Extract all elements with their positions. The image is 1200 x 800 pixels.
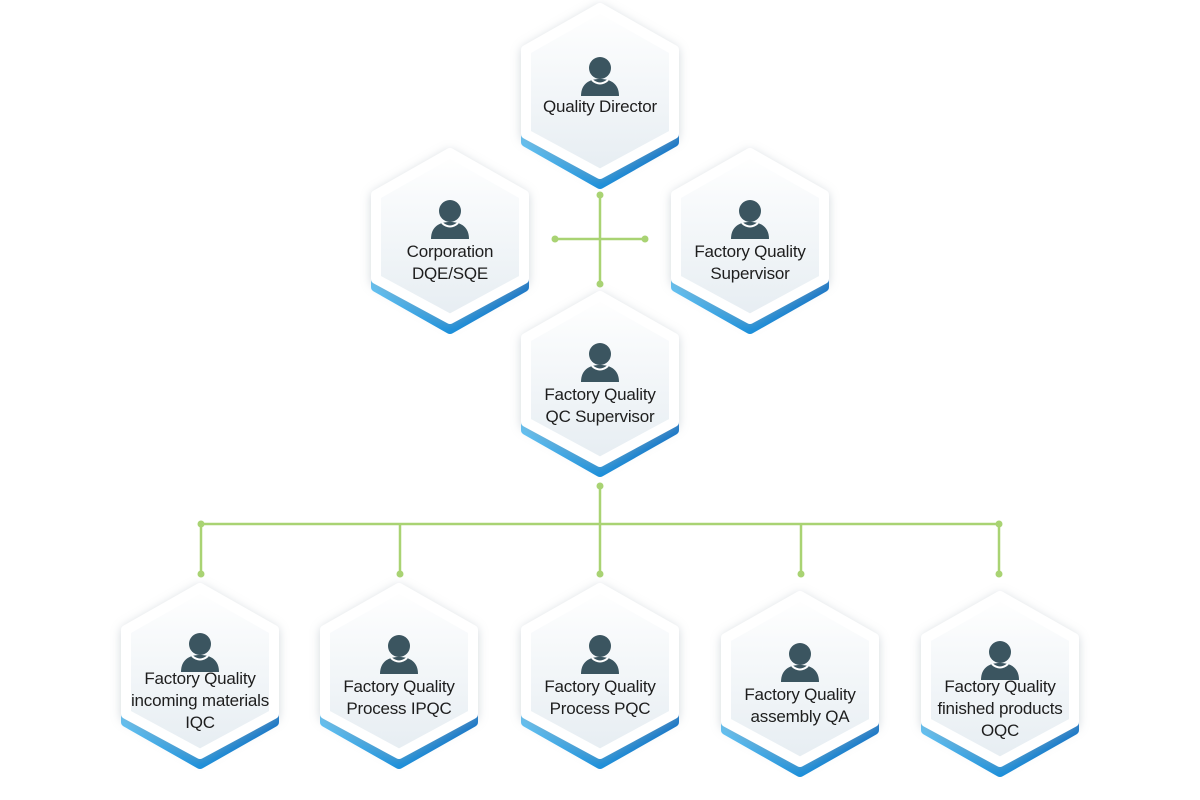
node-label-line: assembly QA [750, 707, 850, 726]
connector-dot [995, 570, 1003, 578]
connector-dot [596, 570, 604, 578]
person-icon [731, 200, 769, 239]
node-label-line: Quality Director [543, 97, 657, 116]
node-label-line: DQE/SQE [411, 264, 489, 283]
connector-dot [197, 520, 205, 528]
person-icon [380, 635, 418, 674]
connector-dot [596, 191, 604, 199]
hexagon-shape [521, 583, 679, 769]
node-label-line: Process PQC [549, 699, 651, 718]
node-label-line: Factory Quality [544, 677, 656, 696]
node-label-line: incoming materials [130, 691, 270, 710]
connector-dot [641, 235, 649, 243]
node-label: Factory Quality QC Supervisor [522, 384, 678, 428]
person-icon [581, 343, 619, 382]
hexagon-shape [371, 148, 529, 334]
node-label: Factory Quality assembly QA [722, 684, 878, 728]
node-label-line: finished products [937, 699, 1063, 718]
person-icon [581, 57, 619, 96]
connector-dot [596, 482, 604, 490]
node-factory-quality-qc-supervisor: Factory Quality QC Supervisor [521, 291, 679, 477]
node-label-line: Factory Quality [944, 677, 1056, 696]
person-icon [781, 643, 819, 682]
node-label-line: Supervisor [710, 264, 790, 283]
node-label-line: Factory Quality [343, 677, 455, 696]
connector-dot [995, 520, 1003, 528]
node-label-line: Corporation [406, 242, 494, 261]
connector-dot [596, 280, 604, 288]
node-label-line: Factory Quality [744, 685, 856, 704]
node-label-line: OQC [980, 721, 1020, 740]
connector-dot [396, 570, 404, 578]
hexagon-shape [671, 148, 829, 334]
node-label-line: Process IPQC [346, 699, 452, 718]
node-label-line: IQC [185, 713, 215, 732]
person-icon [581, 635, 619, 674]
person-icon [981, 641, 1019, 680]
node-label: Quality Director [522, 96, 678, 118]
person-icon [431, 200, 469, 239]
node-quality-director: Quality Director [521, 3, 679, 189]
node-label-line: Factory Quality [144, 669, 256, 688]
hexagon-shape [921, 591, 1079, 777]
connector-dot [197, 570, 205, 578]
node-label-line: Factory Quality [544, 385, 656, 404]
person-icon [181, 633, 219, 672]
connector-dot [551, 235, 559, 243]
node-label-line: Factory Quality [694, 242, 806, 261]
node-label-line: QC Supervisor [545, 407, 655, 426]
node-factory-quality-qa: Factory Quality assembly QA [721, 591, 879, 777]
connector-dot [797, 570, 805, 578]
